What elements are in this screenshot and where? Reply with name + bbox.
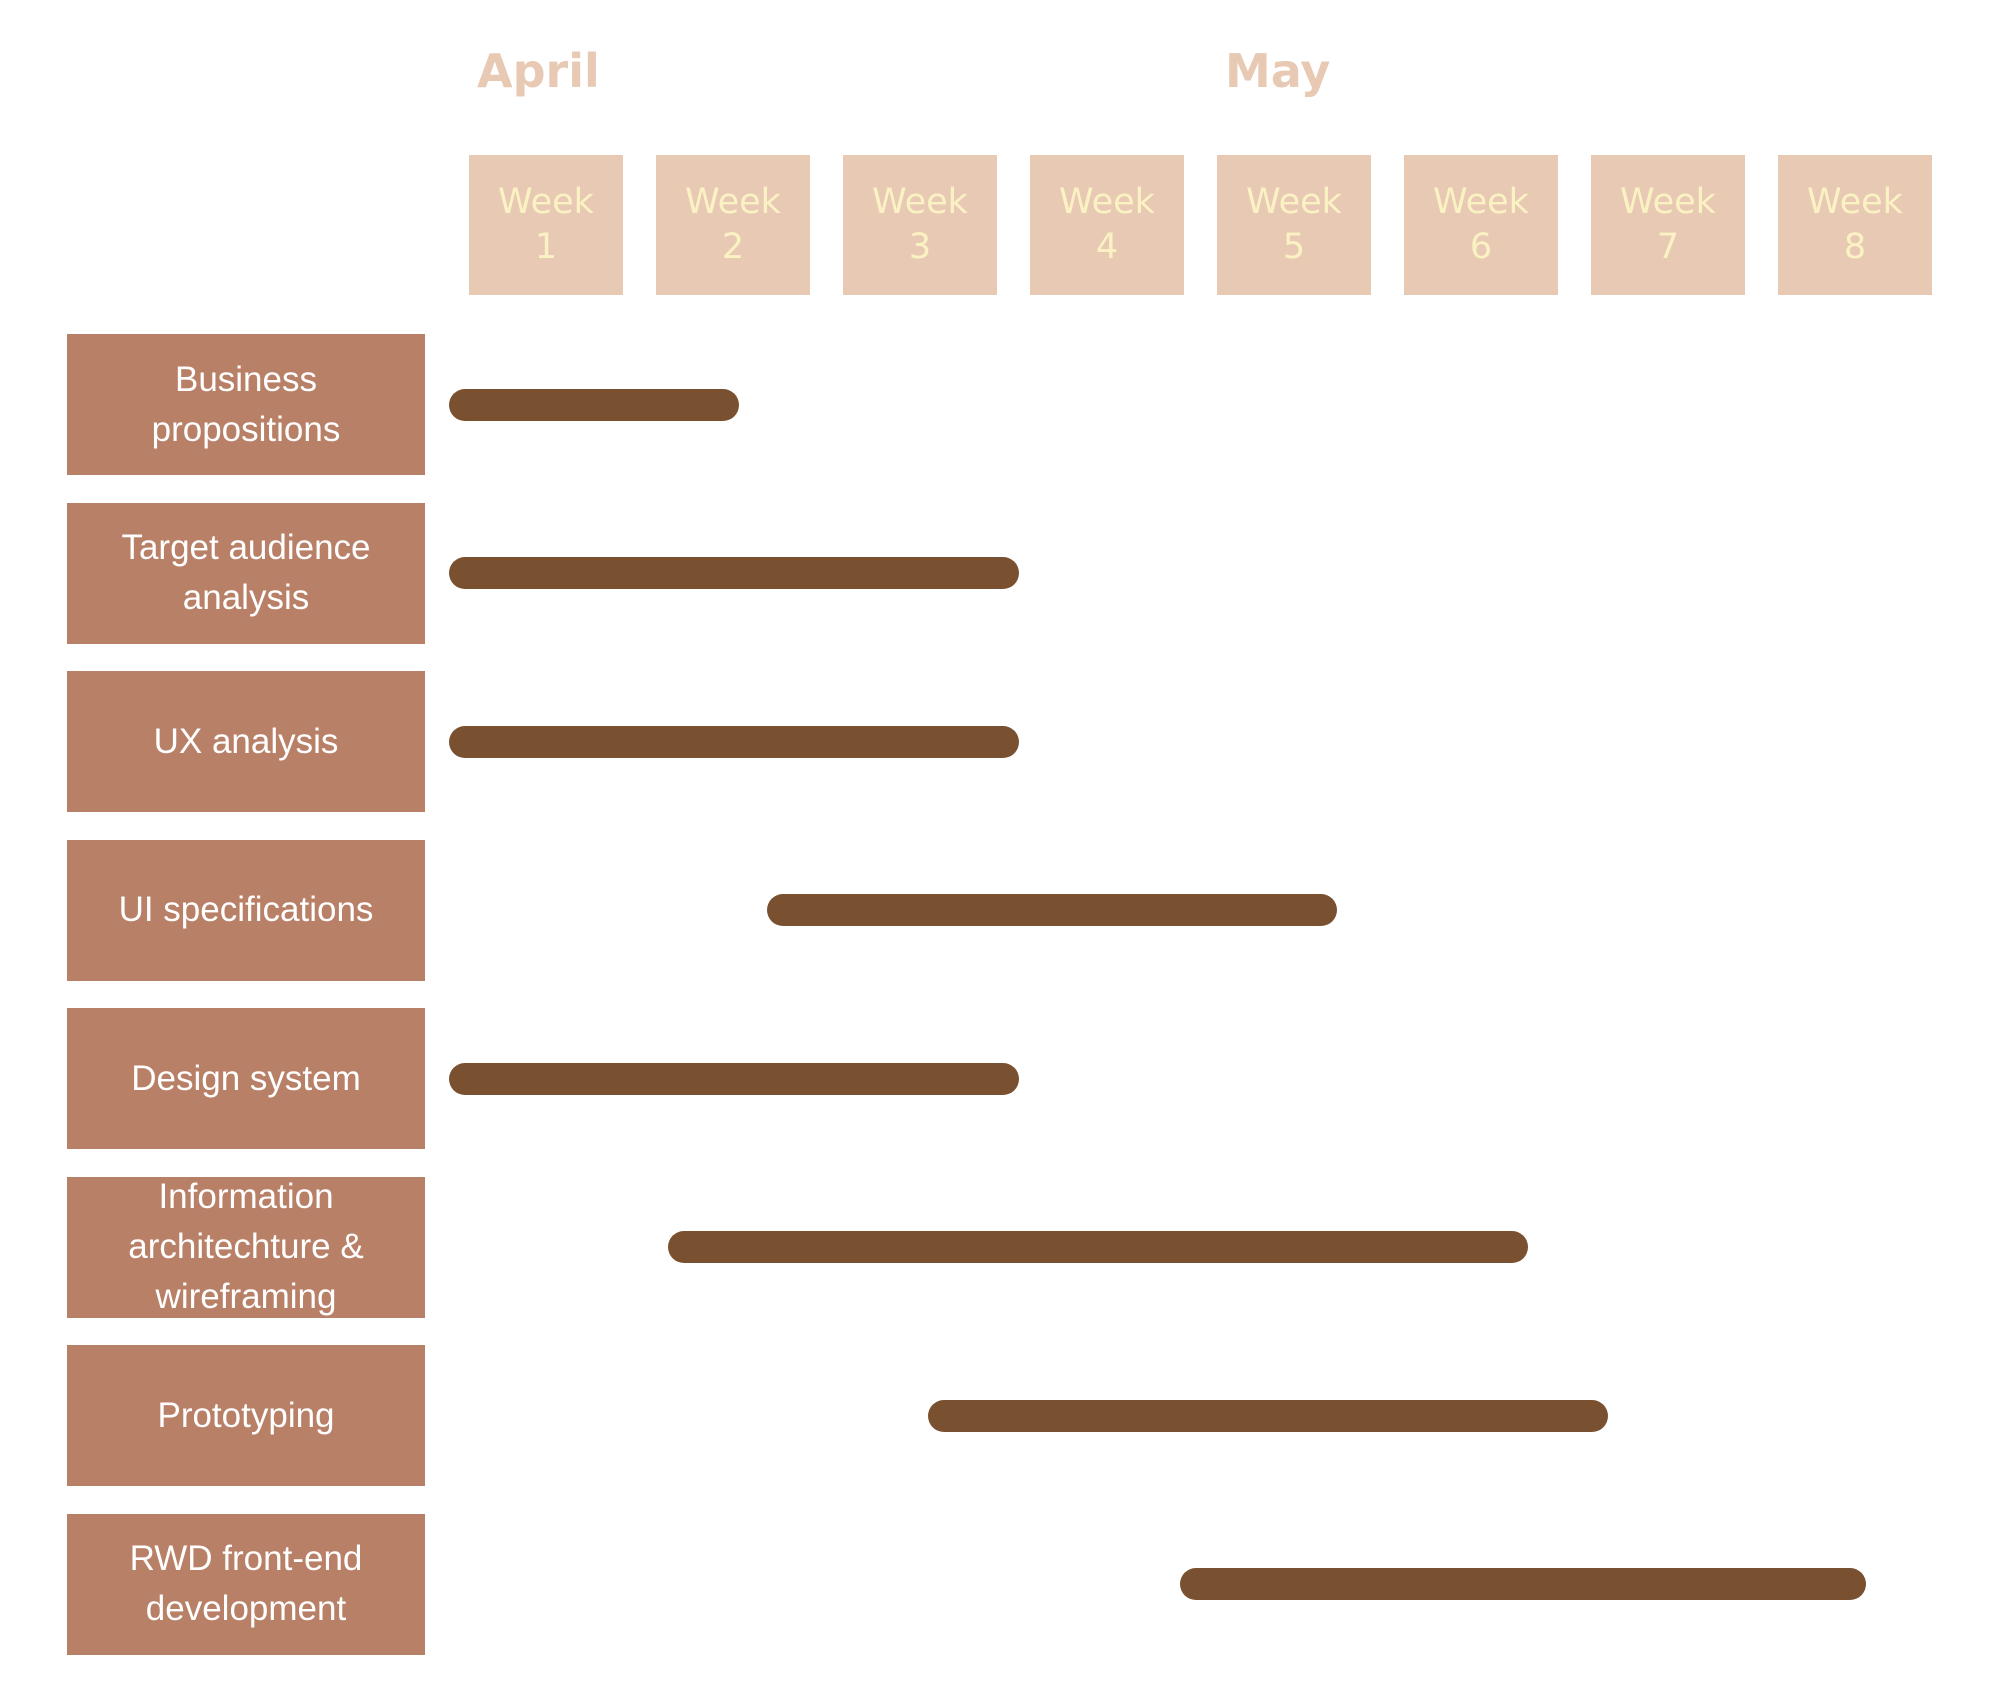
task-label: Prototyping [67, 1345, 425, 1486]
week-word: Week [1433, 182, 1529, 222]
task-label-line: UI specifications [118, 890, 374, 929]
task-bar [449, 725, 1020, 758]
task-label: Target audience analysis [67, 502, 425, 644]
week-word: Week [498, 182, 594, 222]
task-label-line: Business [174, 359, 317, 399]
week-number: 1 [534, 227, 558, 267]
week-word: Week [1246, 182, 1342, 222]
task-label: Business propositions [67, 334, 425, 475]
week-header: Week 1 [469, 155, 623, 295]
task-bar [1180, 1568, 1867, 1600]
week-number: 8 [1843, 227, 1867, 267]
week-number: 3 [908, 227, 932, 267]
week-header: Week 3 [843, 155, 997, 295]
task-label-line: architechture & [128, 1227, 364, 1266]
task-label-line: UX analysis [153, 721, 339, 761]
week-header: Week 5 [1217, 155, 1371, 295]
task-label-line: Prototyping [157, 1395, 335, 1435]
task-label-line: development [145, 1589, 347, 1628]
month-label: May [1225, 44, 1331, 98]
task-label-line: Information [158, 1177, 334, 1216]
week-number: 6 [1469, 227, 1493, 267]
week-header: Week 2 [656, 155, 810, 295]
week-header: Week 8 [1778, 155, 1932, 295]
task-label: UX analysis [67, 671, 425, 812]
task-bar [927, 1399, 1609, 1432]
task-label-line: propositions [151, 409, 341, 449]
week-word: Week [1059, 182, 1155, 222]
task-bar [449, 388, 739, 421]
week-number: 4 [1095, 227, 1119, 267]
week-header: Week 7 [1591, 155, 1745, 295]
month-label: April [477, 44, 600, 98]
week-number: 2 [721, 227, 745, 267]
week-number: 7 [1656, 227, 1680, 267]
task-bar [449, 557, 1020, 589]
week-number: 5 [1282, 227, 1306, 267]
task-bar [449, 1062, 1020, 1095]
task-bar [667, 1231, 1528, 1263]
week-word: Week [685, 182, 781, 222]
task-label: RWD front-end development [67, 1513, 425, 1655]
week-header: Week 4 [1030, 155, 1184, 295]
task-label: Design system [67, 1008, 425, 1149]
task-bar [766, 894, 1338, 926]
task-label-line: analysis [182, 578, 310, 617]
week-word: Week [872, 182, 968, 222]
week-word: Week [1620, 182, 1716, 222]
task-label: Information architechture & wireframing [67, 1176, 425, 1318]
task-label: UI specifications [67, 839, 425, 981]
task-label-line: Target audience [121, 528, 371, 567]
week-header: Week 6 [1404, 155, 1558, 295]
task-label-line: RWD front-end [129, 1539, 363, 1578]
week-word: Week [1807, 182, 1903, 222]
task-label-line: Design system [131, 1058, 361, 1098]
task-label-line: wireframing [155, 1277, 337, 1316]
